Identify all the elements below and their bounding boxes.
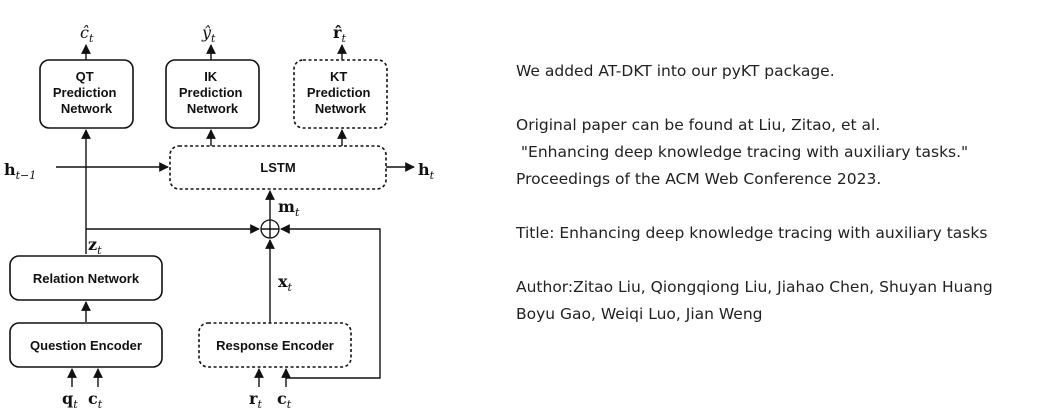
kt-prediction-network-box [293, 59, 388, 129]
paper-title: Title: Enhancing deep knowledge tracing … [516, 224, 988, 242]
paper-info-panel: We added AT-DKT into our pyKT package. O… [516, 58, 1036, 328]
h-out-label: ht [418, 160, 435, 182]
citation-line-3: Proceedings of the ACM Web Conference 20… [516, 170, 882, 188]
lstm-box [169, 145, 387, 190]
relation-network-box [9, 255, 163, 301]
qt-box-label: QT Prediction Network [53, 69, 120, 116]
authors-line-2: Boyu Gao, Weiqi Luo, Jian Weng [516, 305, 763, 323]
pykt-announcement: We added AT-DKT into our pyKT package. [516, 62, 835, 80]
question-encoder-label: Question Encoder [30, 338, 142, 353]
relation-network-label: Relation Network [33, 271, 140, 286]
ik-box-label: IK Prediction Network [179, 69, 246, 116]
c-hat-output-label: ĉt [80, 23, 94, 45]
citation-line-1: Original paper can be found at Liu, Zita… [516, 116, 881, 134]
y-hat-output-label: ŷt [201, 23, 216, 45]
c2-input-label: ct [277, 389, 292, 411]
question-encoder-box [9, 322, 163, 368]
kt-box-label: KT Prediction Network [307, 69, 374, 116]
c-feedback-line [280, 224, 381, 379]
z-label: zt [88, 235, 102, 257]
c1-input-label: ct [88, 389, 103, 411]
r-input-label: rt [249, 389, 262, 411]
r-hat-output-label: r̂t [333, 23, 346, 45]
response-encoder-label: Response Encoder [216, 338, 334, 353]
response-encoder-box [198, 322, 352, 368]
lstm-label: LSTM [260, 160, 295, 175]
qt-prediction-network-box [39, 59, 134, 129]
q-input-label: qt [62, 389, 78, 411]
h-prev-label: ht−1 [4, 160, 36, 182]
at-dkt-architecture-diagram: ĉt ŷt r̂t QT Prediction Network IK Predi… [4, 23, 435, 411]
citation-line-2: "Enhancing deep knowledge tracing with a… [516, 143, 969, 161]
ik-prediction-network-box [165, 59, 260, 129]
authors-line-1: Author:Zitao Liu, Qiongqiong Liu, Jiahao… [516, 278, 993, 296]
m-label: mt [278, 197, 300, 219]
x-label: xt [278, 272, 293, 294]
